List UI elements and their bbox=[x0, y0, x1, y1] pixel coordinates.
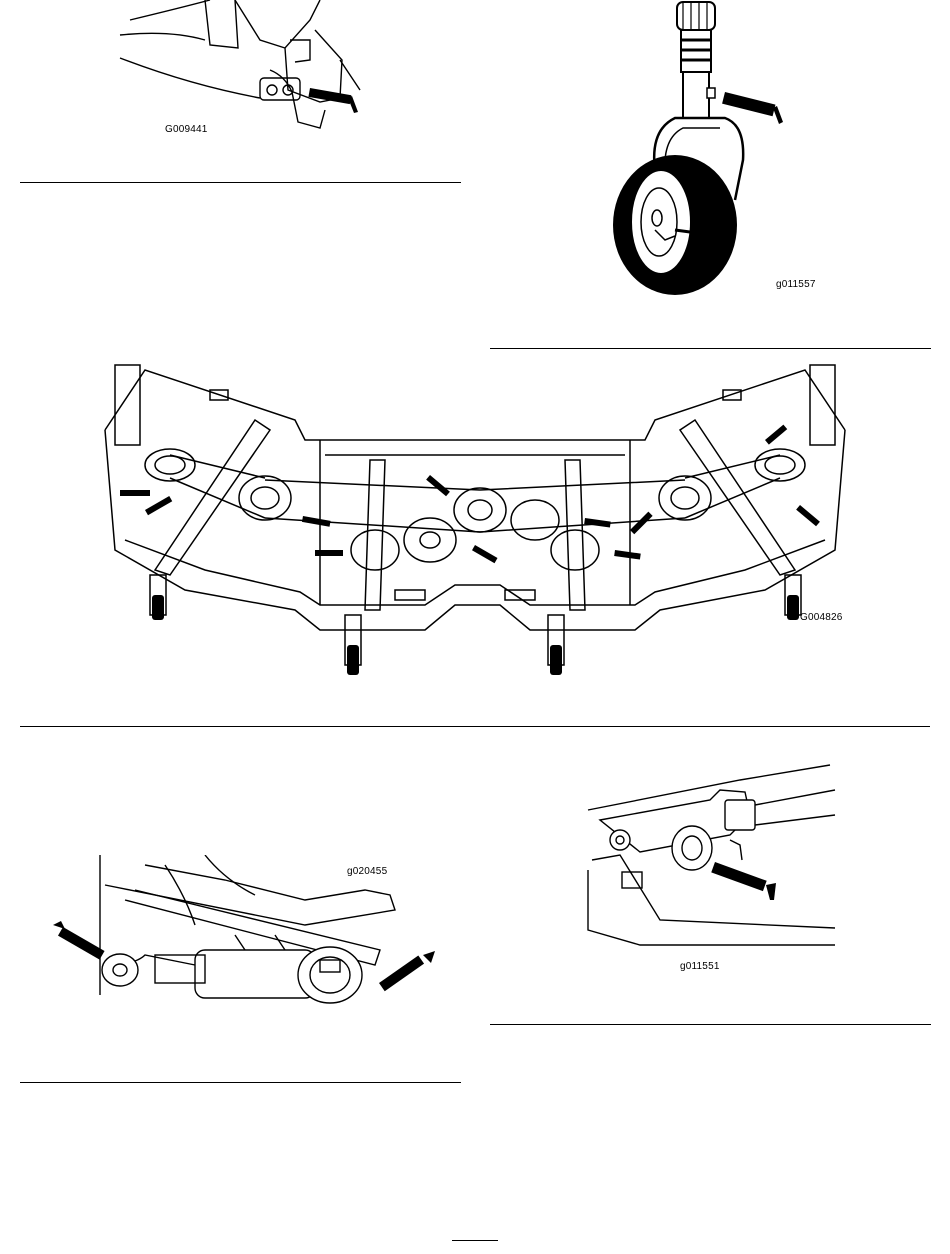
section-divider bbox=[490, 348, 931, 349]
figure-caster-wheel bbox=[595, 0, 795, 300]
section-divider bbox=[20, 182, 461, 183]
figure-code-label: G004826 bbox=[800, 612, 843, 623]
section-divider bbox=[20, 1082, 461, 1083]
pivot-illustration bbox=[110, 0, 370, 130]
lift-cylinder-illustration bbox=[45, 855, 445, 1005]
caster-wheel-illustration bbox=[595, 0, 795, 300]
grease-arrow-icon bbox=[722, 92, 783, 124]
figure-lift-cylinder bbox=[45, 855, 445, 1005]
pivot-bolt-illustration bbox=[580, 760, 845, 960]
mower-deck-illustration bbox=[95, 360, 855, 680]
page-number-rule bbox=[452, 1240, 498, 1241]
figure-grease-pivot bbox=[110, 0, 370, 130]
figure-code-label: g011551 bbox=[680, 961, 720, 972]
section-divider bbox=[490, 1024, 931, 1025]
grease-arrow-icon bbox=[120, 425, 820, 564]
grease-arrow-icon bbox=[711, 862, 776, 900]
figure-code-label: g011557 bbox=[776, 279, 816, 290]
figure-code-label: g020455 bbox=[347, 866, 387, 877]
section-divider bbox=[20, 726, 930, 727]
figure-pivot-bolt bbox=[580, 760, 845, 960]
figure-mower-deck bbox=[95, 360, 855, 680]
figure-code-label: G009441 bbox=[165, 124, 208, 135]
